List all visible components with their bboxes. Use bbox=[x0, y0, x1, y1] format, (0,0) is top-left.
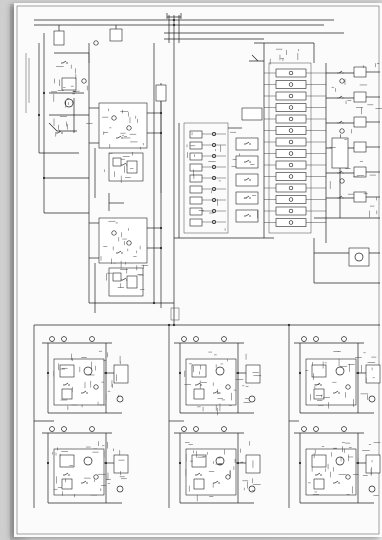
left-links bbox=[88, 43, 174, 305]
motor-unit-2 bbox=[174, 336, 262, 416]
motor-unit-3 bbox=[294, 336, 381, 414]
contactor-bank-right bbox=[249, 42, 327, 243]
lower-distribution-bus bbox=[33, 303, 380, 508]
motor-unit-1 bbox=[42, 336, 129, 414]
motor-unit-6 bbox=[294, 426, 381, 504]
terminal-column-center bbox=[174, 107, 274, 239]
schematic-diagram bbox=[16, 5, 382, 535]
right-loads bbox=[313, 63, 382, 284]
relay-block-upper bbox=[89, 93, 163, 198]
supply-section bbox=[25, 25, 123, 214]
relay-block-lower bbox=[89, 208, 163, 313]
drawing-frame bbox=[16, 5, 380, 535]
motor-unit-4 bbox=[42, 426, 129, 504]
top-bus bbox=[34, 13, 344, 303]
motor-unit-5 bbox=[174, 426, 261, 504]
schematic-sheet bbox=[14, 3, 382, 537]
